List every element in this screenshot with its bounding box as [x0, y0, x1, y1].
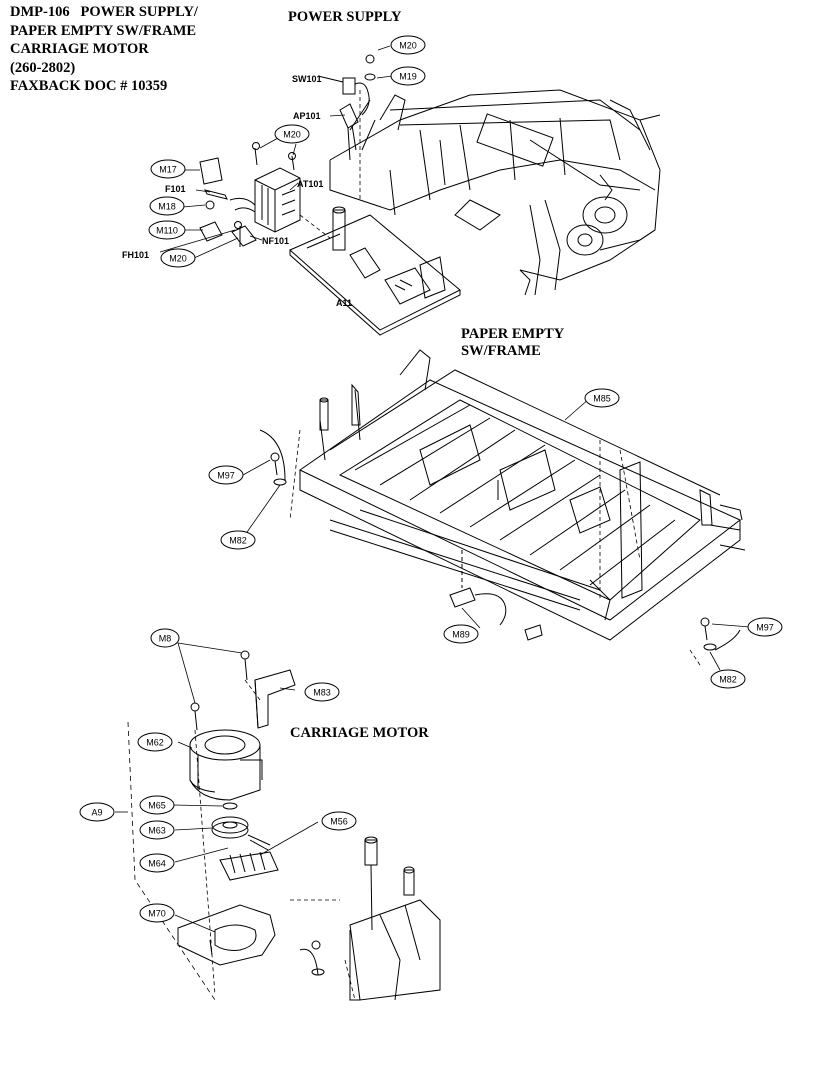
callout-m19: M19	[391, 67, 425, 85]
document-header: DMP-106 POWER SUPPLY/PAPER EMPTY SW/FRAM…	[10, 3, 198, 96]
header-line-paper: PAPER EMPTY SW/FRAME	[10, 22, 197, 39]
callout-text: M82	[719, 675, 737, 685]
switch-sw101	[318, 76, 369, 160]
callout-text: M20	[169, 254, 187, 264]
header-line-doc: FAXBACK DOC # 10359	[10, 78, 168, 94]
power-board-a11	[290, 207, 460, 335]
label-at101: AT101	[297, 179, 323, 189]
section-title-power-supply: POWER SUPPLY	[288, 9, 402, 25]
callout-text: M89	[452, 630, 470, 640]
callout-text: M97	[217, 471, 235, 481]
callout-text: M63	[148, 826, 166, 836]
callout-text: M62	[146, 738, 164, 748]
label-a11: A11	[336, 298, 352, 308]
callout-text: M56	[330, 817, 348, 827]
callout-text: M85	[593, 394, 611, 404]
carriage-motor-m62	[190, 730, 262, 800]
callout-m97-left: M97	[209, 466, 243, 484]
section-title-paper-empty: PAPER EMPTY	[461, 326, 565, 342]
callout-text: M64	[148, 859, 166, 869]
transformer-at101	[230, 168, 300, 232]
callout-m82-right: M82	[711, 670, 745, 688]
callout-text: M20	[283, 130, 301, 140]
motor-leaders	[115, 643, 355, 1000]
section-title-sw-frame: SW/FRAME	[461, 343, 541, 359]
callout-m20-top: M20	[391, 36, 425, 54]
callout-text: M18	[158, 202, 176, 212]
power-leaders	[160, 46, 392, 259]
callout-text: M70	[148, 909, 166, 919]
frame-screws	[260, 430, 740, 650]
callout-m89: M89	[444, 625, 478, 643]
callout-m70: M70	[140, 904, 174, 922]
label-fh101: FH101	[122, 250, 149, 260]
callout-text: A9	[91, 808, 102, 818]
header-line-motor: CARRIAGE MOTOR	[10, 41, 149, 57]
callout-text: M82	[229, 536, 247, 546]
label-ap101: AP101	[293, 111, 321, 121]
callout-text: M17	[159, 165, 177, 175]
callout-m8: M8	[151, 629, 179, 647]
callout-m64: M64	[140, 854, 174, 872]
fuse-holder	[200, 55, 375, 247]
callout-m110: M110	[149, 221, 185, 239]
frame-leaders	[243, 398, 750, 670]
bracket-m83	[255, 670, 295, 728]
label-nf101: NF101	[262, 236, 289, 246]
header-line-model: DMP-106 POWER SUPPLY/	[10, 4, 198, 20]
callout-m20-mid: M20	[275, 125, 309, 143]
callout-m97-right: M97	[748, 618, 782, 636]
gear-m63	[212, 803, 270, 850]
carriage-rail	[300, 837, 440, 1000]
callout-m63: M63	[140, 821, 174, 839]
callout-m17: M17	[151, 160, 185, 178]
callout-text: M97	[756, 623, 774, 633]
callout-a9: A9	[80, 803, 114, 821]
paper-switch-m89	[450, 550, 542, 640]
callout-m82-left: M82	[221, 531, 255, 549]
callout-m18: M18	[150, 197, 184, 215]
callout-m83: M83	[305, 683, 339, 701]
callout-m85: M85	[585, 389, 619, 407]
label-sw101: SW101	[292, 74, 322, 84]
callout-text: M83	[313, 688, 331, 698]
motor-screws-m8	[191, 651, 249, 730]
callout-m62: M62	[138, 733, 172, 751]
plate-m70	[178, 905, 275, 965]
frame-m85	[300, 350, 745, 640]
callout-text: M19	[399, 72, 417, 82]
callout-m65: M65	[140, 796, 174, 814]
callout-text: M20	[399, 41, 417, 51]
header-line-part: (260-2802)	[10, 59, 76, 76]
label-f101: F101	[165, 184, 186, 194]
callout-text: M110	[156, 226, 178, 236]
callout-text: M65	[148, 801, 166, 811]
belt-m56	[220, 852, 278, 880]
callout-text: M8	[159, 634, 172, 644]
callout-m56: M56	[322, 812, 356, 830]
section-title-carriage-motor: CARRIAGE MOTOR	[290, 725, 429, 741]
printer-mechanism-top	[330, 90, 660, 295]
callout-m20-low: M20	[161, 249, 195, 267]
